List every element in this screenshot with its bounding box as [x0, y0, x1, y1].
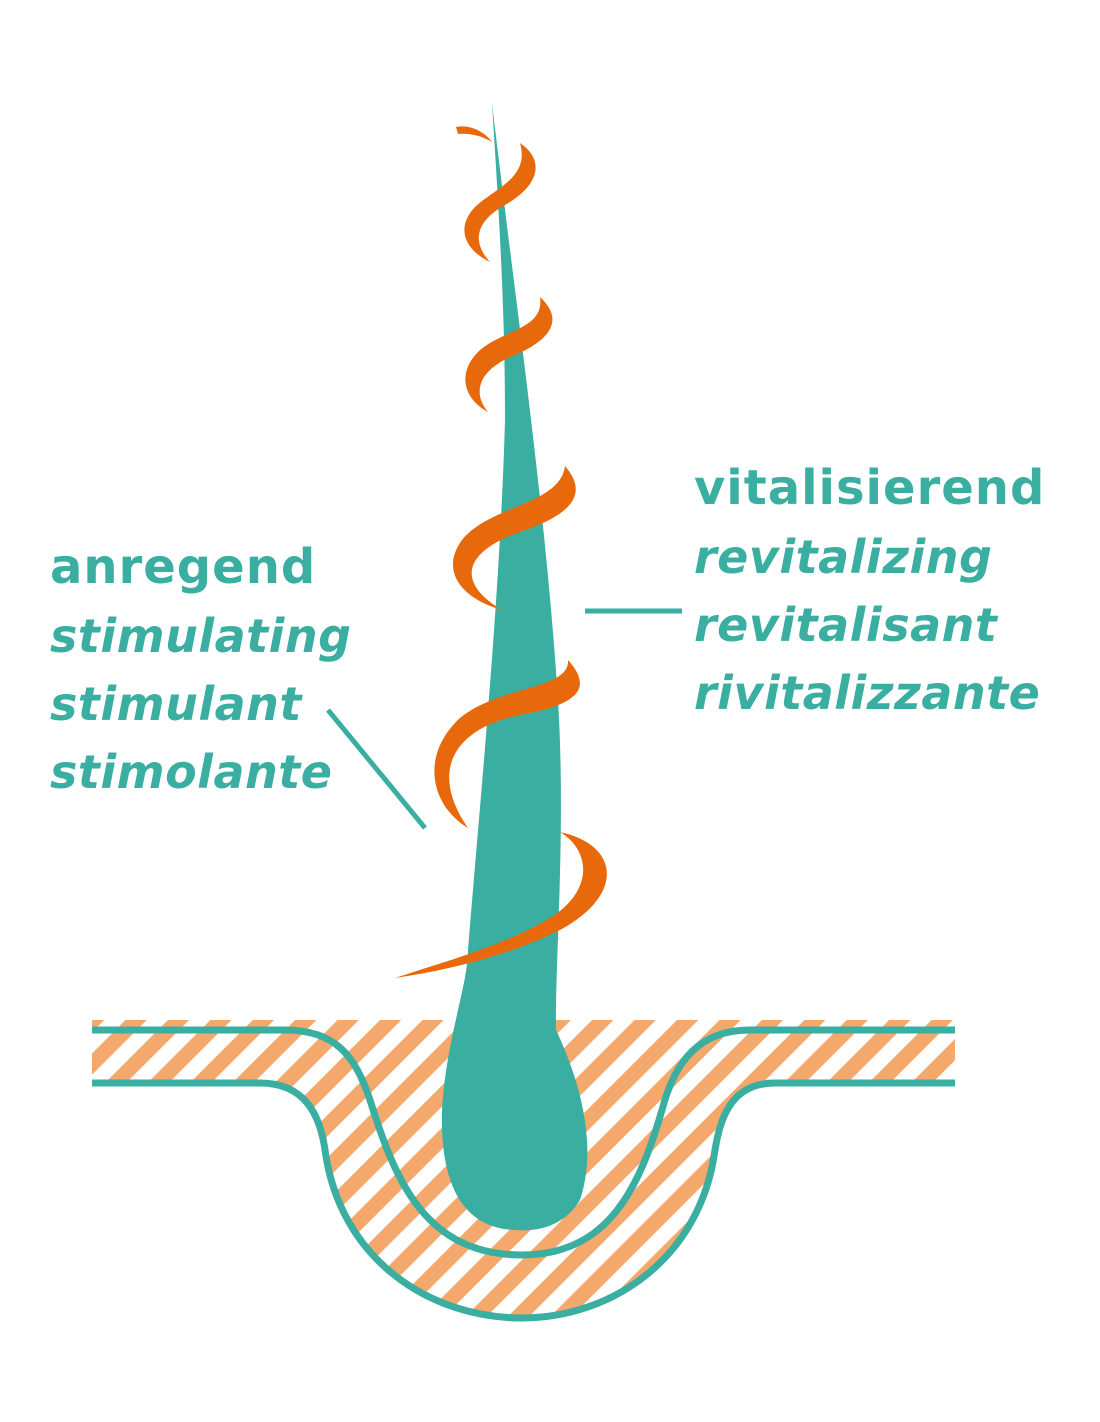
label-stimulating: stimulating [50, 609, 352, 663]
energy-spiral [395, 126, 607, 978]
spiral-segment-5 [395, 832, 607, 978]
spiral-segment-1 [464, 143, 536, 262]
label-vitalisierend: vitalisierend [694, 460, 1046, 516]
spiral-segment-2 [465, 297, 553, 412]
spiral-top-tail [456, 126, 492, 142]
stimulating-label-group: anregend stimulating stimulant stimolant… [50, 543, 352, 795]
hair-shaft [441, 103, 588, 1231]
label-stimolante: stimolante [50, 745, 333, 799]
label-revitalizing: revitalizing [694, 530, 993, 584]
label-revitalisant: revitalisant [694, 598, 998, 652]
revitalizing-label-group: vitalisierend revitalizing revitalisant … [694, 464, 1045, 716]
inner-follicle-contour [92, 1026, 955, 1259]
label-anregend: anregend [50, 539, 317, 595]
outer-skin-contour [92, 1079, 955, 1322]
spiral-segment-4 [434, 660, 580, 828]
spiral-segment-3 [452, 466, 576, 610]
label-rivitalizzante: rivitalizzante [694, 666, 1041, 720]
label-stimulant: stimulant [50, 677, 302, 731]
left-pointer-line [326, 708, 427, 830]
